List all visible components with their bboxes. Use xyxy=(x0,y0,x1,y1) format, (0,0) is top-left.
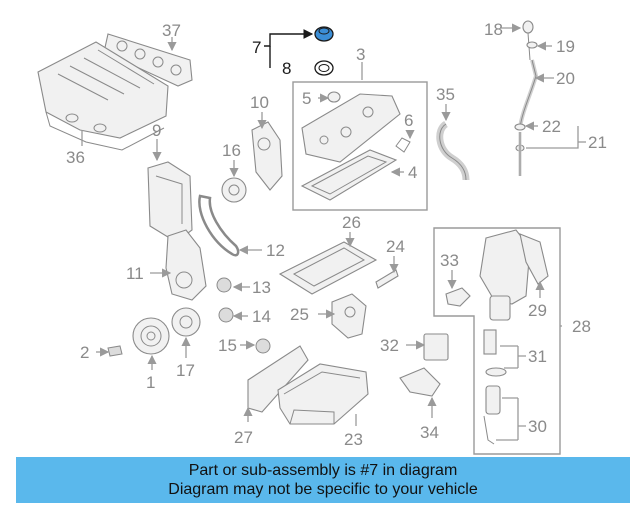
bracket-part-34[interactable] xyxy=(399,367,441,397)
filler-seal-part-5[interactable] xyxy=(327,91,341,103)
callout-35: 35 xyxy=(436,85,455,104)
callout-29: 29 xyxy=(528,301,547,320)
info-banner: Part or sub-assembly is #7 in diagram Di… xyxy=(16,457,630,503)
banner-line-1: Part or sub-assembly is #7 in diagram xyxy=(188,462,458,479)
lower-cover-part-11[interactable] xyxy=(165,229,207,301)
callout-32: 32 xyxy=(380,336,399,355)
callout-22: 22 xyxy=(542,117,561,136)
timing-chain-part-12[interactable] xyxy=(198,194,240,257)
callout-36: 36 xyxy=(66,148,85,167)
intake-manifold-part-36[interactable] xyxy=(37,41,169,151)
callout-19: 19 xyxy=(556,37,575,56)
callout-1: 1 xyxy=(146,373,155,392)
oil-filter-housing-part-28[interactable] xyxy=(479,229,531,321)
oil-filler-cap-part-7[interactable] xyxy=(314,26,334,42)
bolt-part-14[interactable] xyxy=(218,307,234,323)
damper-part-17[interactable] xyxy=(171,307,201,337)
breather-hose-part-35[interactable] xyxy=(436,121,470,181)
callout-17: 17 xyxy=(176,361,195,380)
gasket-part-29[interactable] xyxy=(519,233,549,285)
pulley-bolt-part-2[interactable] xyxy=(107,345,123,357)
tensioner-part-13[interactable] xyxy=(216,277,232,293)
callout-18: 18 xyxy=(484,20,503,39)
callout-14: 14 xyxy=(252,307,271,326)
callout-12: 12 xyxy=(266,241,285,260)
callout-33: 33 xyxy=(440,251,459,270)
callout-23: 23 xyxy=(344,430,363,449)
oil-pump-part-25[interactable] xyxy=(331,293,367,339)
oil-pan-gasket-part-26[interactable] xyxy=(278,241,378,295)
valve-cover-group-box xyxy=(292,81,428,211)
callout-8: 8 xyxy=(282,59,291,78)
callout-31: 31 xyxy=(528,347,547,366)
banner-line-2: Diagram may not be specific to your vehi… xyxy=(168,481,478,498)
callout-30: 30 xyxy=(528,417,547,436)
seal-part-19[interactable] xyxy=(526,41,538,49)
callout-20: 20 xyxy=(556,69,575,88)
leader-lines xyxy=(81,23,586,441)
filter-housing-group-box xyxy=(433,227,561,455)
callout-5: 5 xyxy=(302,89,311,108)
callout-9: 9 xyxy=(152,121,161,140)
oil-pan-part-23[interactable] xyxy=(277,363,369,425)
plug-part-15[interactable] xyxy=(255,338,271,354)
callout-4: 4 xyxy=(408,163,417,182)
callout-6: 6 xyxy=(404,111,413,130)
dipstick-tube-part-20[interactable] xyxy=(518,59,539,129)
callout-21: 21 xyxy=(588,133,607,152)
callout-34: 34 xyxy=(420,423,439,442)
filter-element-part-31[interactable] xyxy=(483,329,507,377)
sprocket-part-16[interactable] xyxy=(221,177,247,203)
callout-24: 24 xyxy=(386,237,405,256)
dipstick-seal-part-24[interactable] xyxy=(375,269,399,289)
callout-7: 7 xyxy=(252,38,261,57)
callout-27: 27 xyxy=(234,428,253,447)
callout-10: 10 xyxy=(250,93,269,112)
timing-cover-part-10[interactable] xyxy=(251,121,283,191)
callout-11: 11 xyxy=(126,264,144,283)
timing-cover-part-9[interactable] xyxy=(147,161,193,243)
callout-37: 37 xyxy=(162,21,181,40)
cooler-part-30[interactable] xyxy=(483,385,501,445)
valve-cover-part-3[interactable] xyxy=(301,93,401,163)
valve-cover-gasket-part-4[interactable] xyxy=(300,149,398,201)
callout-16: 16 xyxy=(222,141,241,160)
callout-28: 28 xyxy=(572,317,591,336)
bracket-part-33[interactable] xyxy=(445,287,471,307)
callout-numbers: 37 36 7 8 3 5 6 4 10 16 9 35 18 19 20 22… xyxy=(66,20,607,449)
callout-25: 25 xyxy=(290,305,309,324)
callout-13: 13 xyxy=(252,278,271,297)
crank-pulley-part-1[interactable] xyxy=(132,317,170,355)
callout-26: 26 xyxy=(342,213,361,232)
sensor-part-32[interactable] xyxy=(423,333,449,361)
cap-seal-part-8[interactable] xyxy=(314,60,334,76)
callout-15: 15 xyxy=(218,336,237,355)
callout-3: 3 xyxy=(356,45,365,64)
dipstick-part-18[interactable] xyxy=(522,20,534,61)
callout-2: 2 xyxy=(80,343,89,362)
seal-part-6[interactable] xyxy=(395,137,411,153)
